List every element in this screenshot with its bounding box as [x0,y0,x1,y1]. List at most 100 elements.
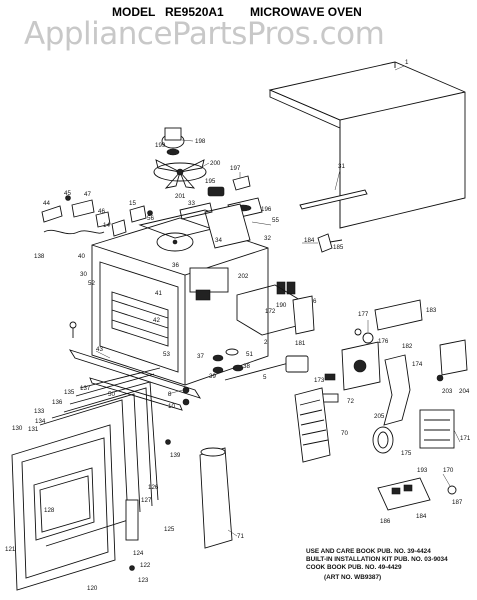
part-number-label: 200 [210,160,221,167]
part-number-label: 34 [215,237,222,244]
note-use-care: USE AND CARE BOOK PUB. NO. 39-4424 [306,548,431,555]
part-number-label: 130 [12,425,23,432]
part-number-label: 39 [209,373,216,380]
leg-screw-2 [182,398,190,406]
part-number-label: 38 [243,363,250,370]
part-number-label: 187 [452,499,463,506]
part-number-label: 47 [84,191,91,198]
switch-bracket [111,219,127,237]
part-number-label: 138 [34,253,45,260]
relay-cover [285,355,309,373]
part-number-label: 170 [443,467,454,474]
relay [195,289,211,301]
watermark: AppliancePartsPros.com [24,16,384,52]
shelf-pin [69,321,77,338]
part-number-label: 51 [246,351,253,358]
part-number-label: 43 [96,346,103,353]
part-number-label: 1 [405,59,409,66]
part-number-label: 2 [264,339,268,346]
model-number: RE9520A1 [165,5,224,19]
part-number-label: 184 [416,513,427,520]
part-number-label: 205 [374,413,385,420]
part-number-label: 37 [197,353,204,360]
part-number-label: 122 [140,562,151,569]
screw-2 [147,210,153,216]
part-number-label: 44 [43,200,50,207]
part-number-label: 134 [35,418,46,425]
screw [65,195,71,201]
filter-board [377,477,431,511]
cabinet-rail [299,189,368,210]
part-number-label: 171 [460,435,471,442]
part-number-label: 172 [265,308,276,315]
part-number-label: 53 [163,351,170,358]
door-assembly [11,367,161,591]
part-number-label: 202 [238,273,249,280]
note-art-number: (ART NO. WB9387) [324,574,381,581]
thermal-cutout [207,186,225,197]
part-number-label: 121 [5,546,16,553]
switch-bracket-2 [129,205,147,223]
part-number-label: 50 [108,391,115,398]
note-install-kit: BUILT-IN INSTALLATION KIT PUB. NO. 03-90… [306,556,448,563]
choke-cover [199,447,233,549]
part-number-label: 41 [155,290,162,297]
part-number-label: 125 [164,526,175,533]
part-number-label: 72 [347,398,354,405]
part-number-label: 173 [314,377,325,384]
latch-spring [43,229,105,235]
part-number-label: 46 [98,208,105,215]
thermal-bracket [374,299,423,331]
part-number-label: 14 [103,222,110,229]
part-number-label: 33 [188,200,195,207]
part-number-label: 183 [426,307,437,314]
part-number-label: 176 [378,338,389,345]
control-panel [294,387,331,463]
part-number-label: 55 [272,217,279,224]
part-number-label: 6 [313,298,317,305]
diode [324,373,336,381]
part-number-label: 136 [52,399,63,406]
part-number-label: 177 [358,311,369,318]
part-number-label: 131 [28,426,39,433]
door-screw [129,565,135,571]
part-number-label: 126 [148,484,159,491]
part-number-label: 196 [261,206,272,213]
part-number-label: 184 [304,237,315,244]
part-number-label: 56 [147,215,154,222]
door-hinge [125,499,139,541]
part-number-label: 42 [153,317,160,324]
oven-cavity [91,209,269,386]
part-number-label: 197 [230,165,241,172]
part-number-label: 52 [88,280,95,287]
part-number-label: 71 [237,533,244,540]
fan-blade [153,159,207,189]
hv-transformer [419,409,455,449]
part-number-label: 123 [138,577,149,584]
leader-lines [95,65,461,537]
hv-bracket [439,339,468,376]
part-number-label: 174 [412,361,423,368]
part-number-label: 190 [276,302,287,309]
side-bracket [292,295,315,335]
part-number-label: 139 [170,452,181,459]
screw-3 [436,374,444,382]
part-number-label: 32 [264,235,271,242]
part-number-label: 133 [34,408,45,415]
part-number-label: 70 [341,430,348,437]
outer-cabinet [268,61,466,229]
part-number-label: 31 [338,163,345,170]
fuse [447,485,457,495]
magnetron [341,328,381,391]
fan-bracket [232,175,251,191]
mounting-plate [204,203,251,249]
part-number-label: 5 [263,374,267,381]
fan-motor [161,127,185,156]
part-number-label: 45 [64,190,71,197]
part-number-label: 175 [401,450,412,457]
part-number-label: 128 [44,507,55,514]
part-number-label: 203 [442,388,453,395]
hv-capacitor [372,426,394,454]
part-number-label: 15 [129,200,136,207]
